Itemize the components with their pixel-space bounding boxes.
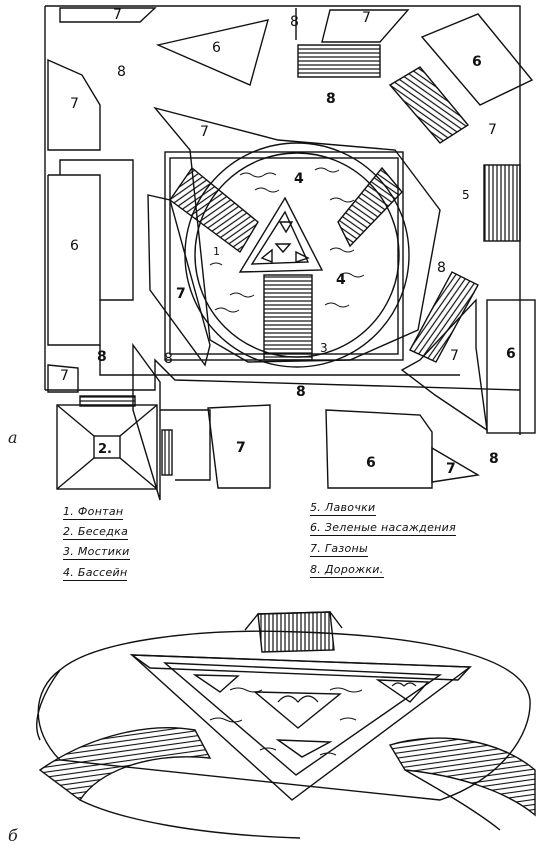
zone-5-bench: 5 xyxy=(462,188,470,202)
lawn-left-upper xyxy=(47,58,101,151)
lawn-bottom xyxy=(207,404,271,489)
lawn-top-right xyxy=(321,9,410,43)
bench-lower-right xyxy=(409,271,479,363)
zone-6-left: 6 xyxy=(70,238,79,254)
greenery-left xyxy=(48,159,134,301)
legend-item-gazebo: 2. Беседка xyxy=(63,525,129,540)
zone-8-left-path: 8 xyxy=(97,349,107,365)
gazebo-inner xyxy=(93,435,121,459)
zone-2-gazebo: 2. xyxy=(98,442,112,457)
bench-right xyxy=(483,164,521,242)
zone-7-top-right: 7 xyxy=(362,10,371,26)
zone-7-far-left: 7 xyxy=(60,368,69,384)
steps-to-gazebo xyxy=(79,395,136,407)
greenery-top-left xyxy=(155,19,269,86)
jet-triangle-2 xyxy=(253,691,342,729)
fountain-jet-4 xyxy=(274,243,292,254)
zone-6-top-right: 6 xyxy=(472,54,482,70)
zone-8-center: 8 xyxy=(296,384,306,400)
legend-item-paths: 8. Дорожки. xyxy=(310,563,384,578)
legend-item-bridges: 3. Мостики xyxy=(63,545,130,560)
greenery-bottom xyxy=(325,409,433,489)
lawn-bottom-right xyxy=(431,446,481,483)
zone-8-left-upper: 8 xyxy=(117,64,126,80)
fountain-inner xyxy=(250,210,310,265)
fountain-jet-1 xyxy=(278,221,294,234)
zone-7-top: 7 xyxy=(113,7,122,23)
lawn-far-left xyxy=(47,364,79,393)
fountain-jet-3 xyxy=(295,250,310,263)
fountain-platform-inner xyxy=(163,662,443,776)
zone-8-mid-path: 8 xyxy=(164,351,173,367)
lawn-center-left xyxy=(147,194,211,367)
site-border xyxy=(45,5,521,435)
zone-1-fountain: 1 xyxy=(213,245,220,258)
jet-triangle-1 xyxy=(192,674,240,693)
zone-7-center-top: 7 xyxy=(200,124,209,140)
path-line-low xyxy=(45,358,521,391)
zone-7-center-left: 7 xyxy=(176,286,186,302)
jet-triangle-3 xyxy=(375,679,430,703)
perspective-view xyxy=(36,611,536,839)
fountain-basin-top xyxy=(129,654,472,681)
zone-4-pool-right: 4 xyxy=(336,272,346,288)
lawn-top xyxy=(59,7,157,23)
zone-8-top: 8 xyxy=(290,14,299,30)
greenery-right xyxy=(486,299,536,434)
fountain-outer xyxy=(238,196,324,273)
path-line-mid xyxy=(99,345,460,376)
legend-item-fountain: 1. Фонтан xyxy=(63,505,124,520)
gazebo-outer xyxy=(56,404,158,490)
lawn-strip-left xyxy=(132,342,161,501)
site-plan xyxy=(44,5,536,501)
bridge-right-persp xyxy=(388,737,536,817)
zone-8-bench-row: 8 xyxy=(326,91,336,107)
legend-item-greenery: 6. Зеленые насаждения xyxy=(310,521,457,536)
zone-7-bottom: 7 xyxy=(236,440,246,456)
zone-7-left: 7 xyxy=(70,96,79,112)
zone-8-right: 8 xyxy=(437,260,446,276)
lawn-lower-right xyxy=(400,298,488,432)
legend-item-pool: 4. Бассейн xyxy=(63,566,128,581)
bench-back xyxy=(257,611,335,653)
zone-numbers: 7 8 7 6 8 6 7 8 7 7 4 5 1 6 4 7 8 6 3 7 … xyxy=(60,7,516,477)
perspective-water xyxy=(209,687,363,756)
fountain-jet-2 xyxy=(260,248,273,264)
bridge-right xyxy=(337,166,403,248)
platform-ellipse xyxy=(37,630,531,801)
zone-6-bottom: 6 xyxy=(366,455,376,471)
zone-7-lower-right: 7 xyxy=(450,348,459,364)
greenery-left-edge xyxy=(47,175,101,346)
greenery-top-right xyxy=(420,13,534,106)
bench-top xyxy=(297,44,381,78)
jet-triangle-4 xyxy=(275,739,333,758)
bench-small xyxy=(161,429,173,476)
zone-6-right: 6 xyxy=(506,346,516,362)
zone-7-bottom-right: 7 xyxy=(446,461,456,477)
zone-8-bottom-right: 8 xyxy=(489,451,499,467)
zone-3-bridge: 3 xyxy=(320,341,328,355)
bridge-left-persp xyxy=(38,727,212,802)
bridge-left xyxy=(169,166,259,254)
legend-item-benches: 5. Лавочки xyxy=(310,501,376,516)
panel-label-plan: а xyxy=(8,428,18,447)
zone-4-pool-top: 4 xyxy=(294,171,304,187)
zone-7-right: 7 xyxy=(488,122,497,138)
lawn-center-top xyxy=(153,106,441,363)
bridge-bottom xyxy=(263,274,313,361)
pool-outer xyxy=(184,142,410,368)
platform-rim xyxy=(36,669,61,741)
zone-6-top-left: 6 xyxy=(212,40,221,56)
water-waves xyxy=(209,167,365,313)
panel-label-perspective: б xyxy=(8,826,18,845)
legend-item-lawns: 7. Газоны xyxy=(310,542,369,557)
bench-upper-right xyxy=(388,66,470,144)
